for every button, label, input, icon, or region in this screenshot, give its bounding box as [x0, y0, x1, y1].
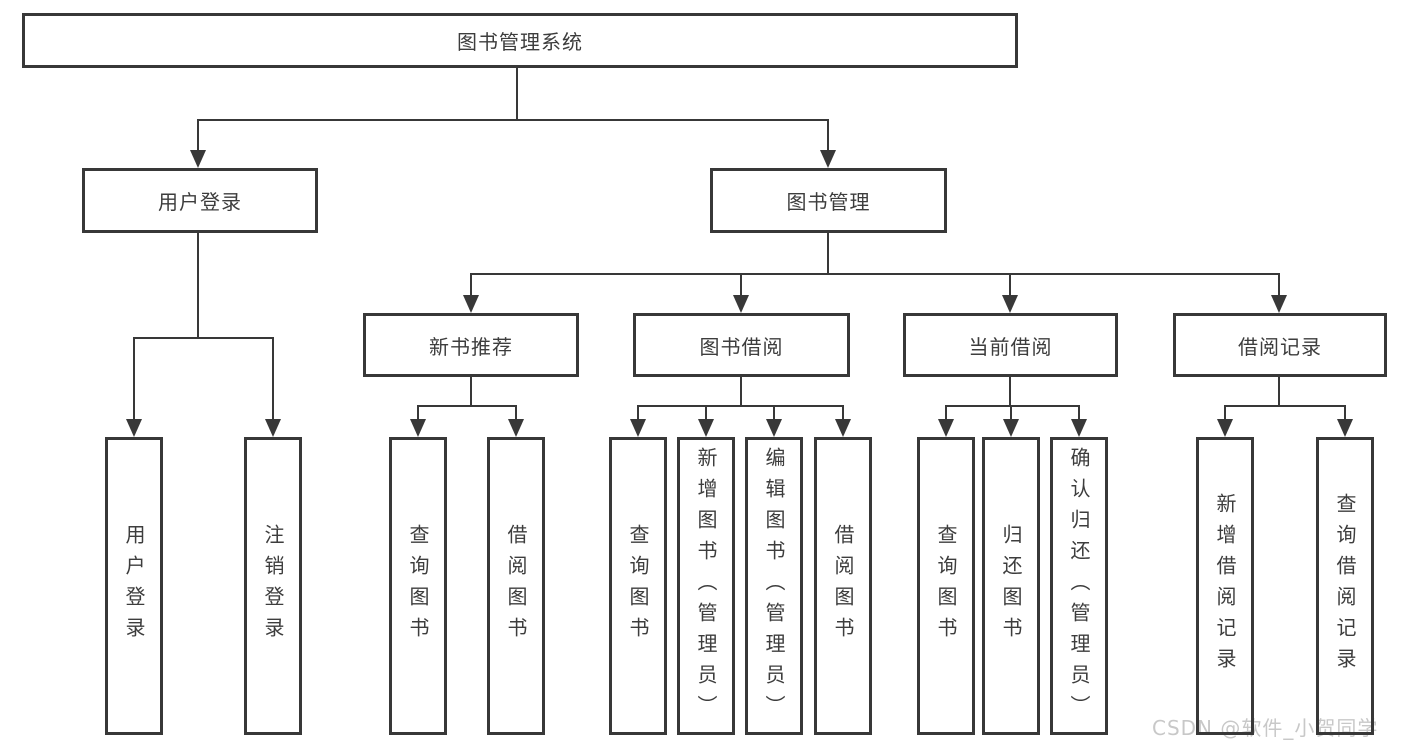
connector-arrowhead [698, 419, 714, 437]
connector-arrowhead [1003, 419, 1019, 437]
connector-line [197, 119, 829, 121]
connector-line [1009, 273, 1011, 295]
leaf-add-borrow-record: 新增借阅记录 [1196, 437, 1254, 735]
connector-line [197, 233, 199, 337]
connector-line [470, 273, 472, 295]
leaf-add-books-admin: 新增图书（管理员） [677, 437, 735, 735]
leaf-query-books-current: 查询图书 [917, 437, 975, 735]
connector-line [637, 405, 844, 407]
connector-line [197, 119, 199, 150]
connector-line [516, 68, 518, 119]
connector-line [133, 337, 135, 419]
connector-line [827, 119, 829, 150]
leaf-query-borrow-record: 查询借阅记录 [1316, 437, 1374, 735]
connector-line [470, 377, 472, 405]
connector-line [1010, 405, 1012, 419]
connector-arrowhead [1217, 419, 1233, 437]
leaf-user-login: 用户登录 [105, 437, 163, 735]
connector-arrowhead [1071, 419, 1087, 437]
connector-arrowhead [508, 419, 524, 437]
connector-line [417, 405, 419, 419]
connector-arrowhead [938, 419, 954, 437]
connector-line [773, 405, 775, 419]
connector-arrowhead [126, 419, 142, 437]
node-book-management: 图书管理 [710, 168, 947, 233]
connector-line [740, 377, 742, 405]
connector-arrowhead [820, 150, 836, 168]
node-borrowing-records: 借阅记录 [1173, 313, 1387, 377]
leaf-query-books-recommend: 查询图书 [389, 437, 447, 735]
connector-arrowhead [265, 419, 281, 437]
connector-line [637, 405, 639, 419]
connector-line [1278, 377, 1280, 405]
connector-arrowhead [410, 419, 426, 437]
connector-arrowhead [190, 150, 206, 168]
leaf-borrow-books: 借阅图书 [814, 437, 872, 735]
connector-arrowhead [766, 419, 782, 437]
connector-line [417, 405, 517, 407]
connector-line [133, 337, 274, 339]
connector-line [1009, 377, 1011, 405]
leaf-query-books-borrow: 查询图书 [609, 437, 667, 735]
connector-line [515, 405, 517, 419]
leaf-logout: 注销登录 [244, 437, 302, 735]
connector-arrowhead [630, 419, 646, 437]
connector-line [740, 273, 742, 295]
connector-line [945, 405, 1080, 407]
leaf-borrow-books-recommend: 借阅图书 [487, 437, 545, 735]
connector-arrowhead [835, 419, 851, 437]
node-book-borrowing: 图书借阅 [633, 313, 850, 377]
connector-line [945, 405, 947, 419]
connector-line [1278, 273, 1280, 295]
connector-line [470, 273, 1280, 275]
leaf-edit-books-admin: 编辑图书（管理员） [745, 437, 803, 735]
connector-line [1344, 405, 1346, 419]
node-user-login: 用户登录 [82, 168, 318, 233]
connector-arrowhead [463, 295, 479, 313]
connector-line [272, 337, 274, 419]
node-new-book-recommendation: 新书推荐 [363, 313, 579, 377]
connector-line [827, 233, 829, 273]
leaf-confirm-return-admin: 确认归还（管理员） [1050, 437, 1108, 735]
csdn-watermark: CSDN @软件_小贺同学 [1152, 716, 1379, 740]
node-current-borrowing: 当前借阅 [903, 313, 1118, 377]
leaf-return-books: 归还图书 [982, 437, 1040, 735]
connector-arrowhead [1271, 295, 1287, 313]
connector-arrowhead [1337, 419, 1353, 437]
connector-line [1224, 405, 1226, 419]
connector-arrowhead [733, 295, 749, 313]
node-library-management-system: 图书管理系统 [22, 13, 1018, 68]
connector-arrowhead [1002, 295, 1018, 313]
connector-line [842, 405, 844, 419]
connector-line [1224, 405, 1346, 407]
connector-line [705, 405, 707, 419]
connector-line [1078, 405, 1080, 419]
